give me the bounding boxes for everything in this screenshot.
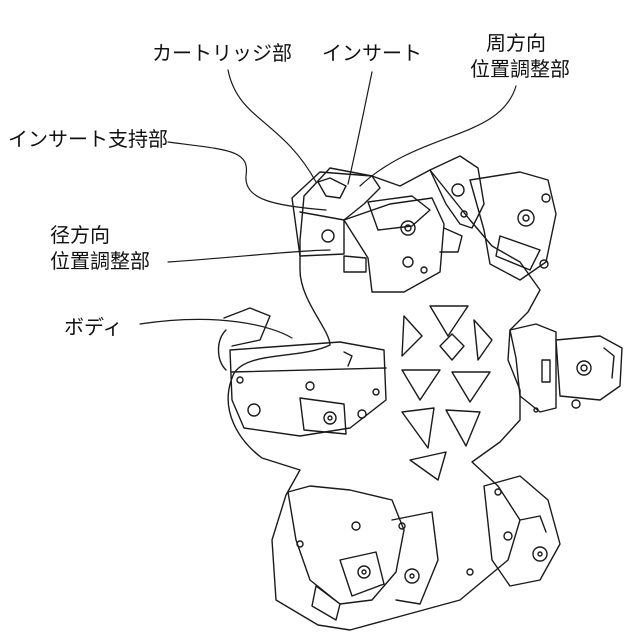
bottom-right-cartridge: [467, 476, 560, 586]
leader-lines: [140, 70, 516, 338]
label-radial-line2: 位置調整部: [50, 248, 150, 274]
label-circumferential-line2: 位置調整部: [470, 56, 570, 82]
top-right-cartridge: [430, 156, 556, 280]
label-body: ボディ: [64, 314, 123, 340]
leader-insert-support: [168, 142, 326, 210]
label-circumferential-line1: 周方向: [470, 30, 570, 56]
label-radial-adjust: 径方向 位置調整部: [50, 222, 150, 274]
label-circumferential-adjust: 周方向 位置調整部: [470, 30, 570, 82]
body-spoke-holes: [402, 306, 492, 480]
bottom-cartridge: [288, 486, 438, 620]
leader-body: [140, 319, 292, 338]
leader-cartridge: [228, 70, 316, 182]
leader-circumferential: [360, 86, 516, 186]
top-cartridge: [292, 172, 462, 292]
left-cartridge: [219, 308, 387, 436]
label-radial-line1: 径方向: [50, 222, 150, 248]
label-insert-support: インサート支持部: [8, 126, 168, 152]
label-insert: インサート: [322, 40, 422, 66]
leader-insert: [348, 72, 372, 184]
right-cartridge: [510, 324, 622, 412]
label-cartridge: カートリッジ部: [152, 40, 292, 66]
